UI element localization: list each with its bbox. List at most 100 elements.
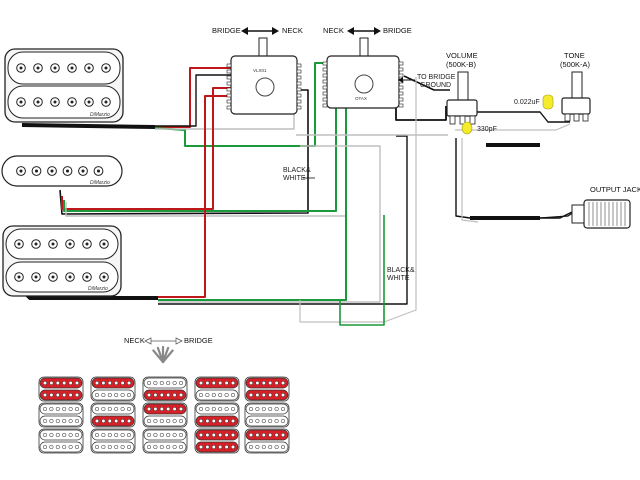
volume-pot: VOLUME (500K-B) 330pF — [446, 51, 497, 135]
legend-fan-blade — [161, 349, 174, 364]
switch2-part-label: OTAX — [355, 96, 367, 101]
switch-lug — [398, 91, 404, 96]
wire-label-upper-line2: WHITE — [283, 175, 306, 182]
tone-body — [561, 97, 591, 115]
switch-lug — [322, 73, 328, 78]
wire-bridge-white — [158, 145, 381, 303]
wire-label-lower: BLACK& WHITE — [387, 267, 415, 282]
output-jack-label: OUTPUT JACK — [590, 185, 640, 194]
switch-lug — [322, 97, 328, 102]
output-jack-threads — [588, 202, 626, 226]
switch2-lever — [359, 37, 369, 57]
legend-pickup-cell — [244, 428, 290, 454]
output-jack-sleeve — [583, 199, 631, 229]
bridge-pole-row-bottom — [14, 272, 109, 282]
volume-lug-1 — [449, 115, 456, 125]
legend-coil-bottom — [245, 415, 289, 427]
wire-bridge-black — [158, 135, 408, 305]
legend-pickup-cell — [142, 428, 188, 454]
wire-label-lower-line2: WHITE — [387, 275, 410, 282]
tone-title: TONE — [564, 51, 585, 60]
wire-bridge-green — [158, 91, 347, 301]
tone-pot: TONE (500K-A) 0.022uF — [514, 51, 591, 122]
switch-lug — [226, 99, 232, 104]
legend-coil-top — [91, 403, 135, 415]
to-bridge-ground-line1: TO BRIDGE — [417, 74, 456, 81]
legend-coil-bottom — [39, 389, 83, 401]
switch-lug — [398, 85, 404, 90]
legend-coil-top — [91, 377, 135, 389]
legend-coil-top — [143, 429, 187, 441]
switch2-arrow-right — [374, 27, 381, 35]
wire-label-lower-line1: BLACK& — [387, 267, 415, 274]
volume-body — [446, 99, 478, 117]
legend-pickup-cell — [142, 402, 188, 428]
legend-coil-bottom — [245, 441, 289, 453]
legend-coil-bottom — [143, 389, 187, 401]
wire-neck-black-lead — [21, 123, 156, 129]
treble-cap-330pf — [461, 121, 473, 135]
treble-cap-label: 330pF — [477, 126, 497, 133]
switch-lug — [226, 105, 232, 110]
switch1-arrow-right — [272, 27, 279, 35]
switch2-arrow-left — [347, 27, 354, 35]
legend-pickup-cell — [244, 376, 290, 402]
switch-lug — [226, 75, 232, 80]
volume-lug-3 — [469, 115, 476, 125]
legend-pickup-cell — [90, 402, 136, 428]
switch-lug — [296, 63, 302, 68]
legend-pickup-grid — [38, 376, 290, 454]
tone-lug-2 — [573, 113, 580, 122]
switch1-lugs-left — [226, 63, 232, 110]
wire-neck-black — [155, 74, 232, 127]
switch-lug — [296, 105, 302, 110]
bridge-pole-row-top — [14, 239, 109, 249]
volume-shaft — [457, 71, 469, 101]
neck-pole-row-top — [16, 63, 111, 73]
switch-lug — [322, 67, 328, 72]
switch-lug — [226, 93, 232, 98]
legend-coil-bottom — [39, 415, 83, 427]
switch-lug — [226, 63, 232, 68]
legend-coil-top — [245, 403, 289, 415]
wire-jack-black — [455, 138, 577, 219]
legend-coil-bottom — [245, 389, 289, 401]
switch-lug — [398, 61, 404, 66]
legend-coil-bottom — [143, 415, 187, 427]
switch2-lugs-right — [398, 61, 404, 108]
legend-coil-top — [245, 429, 289, 441]
switch-lug — [296, 93, 302, 98]
legend-pickup-cell — [90, 428, 136, 454]
wire-tone-white — [455, 123, 571, 131]
wire-ground-return — [299, 77, 417, 323]
legend-pickup-cell — [194, 428, 240, 454]
bridge-humbucker: DiMarzio — [2, 225, 122, 297]
wire-label-upper-line1: BLACK& — [283, 167, 311, 174]
legend-coil-top — [39, 429, 83, 441]
volume-title: VOLUME — [446, 51, 478, 60]
legend-coil-top — [195, 377, 239, 389]
switch-lug — [296, 81, 302, 86]
tone-lug-3 — [582, 113, 589, 122]
wire-middle-red — [61, 87, 232, 210]
switch1-neck-label: NECK — [282, 26, 303, 35]
volume-lug-2 — [459, 115, 466, 125]
legend-coil-bottom — [195, 441, 239, 453]
switch2-rotor — [354, 74, 374, 94]
bridge-humbucker-brand: DiMarzio — [88, 286, 108, 292]
switch1-part-label: VLX01 — [253, 68, 267, 73]
tone-shaft — [571, 71, 583, 99]
middle-pole-row — [16, 166, 104, 176]
legend-coil-top — [195, 403, 239, 415]
legend-pickup-cell — [38, 376, 84, 402]
tone-cap-0022uf — [542, 94, 554, 110]
wire-jack-white — [461, 138, 479, 223]
switch-legend: NECK BRIDGE — [38, 336, 290, 454]
switch-lug — [322, 103, 328, 108]
output-jack-lugs — [571, 204, 585, 224]
legend-coil-bottom — [91, 441, 135, 453]
wire-ground-black — [403, 75, 450, 91]
output-jack: OUTPUT JACK — [571, 185, 640, 229]
volume-value: (500K-B) — [446, 60, 477, 69]
